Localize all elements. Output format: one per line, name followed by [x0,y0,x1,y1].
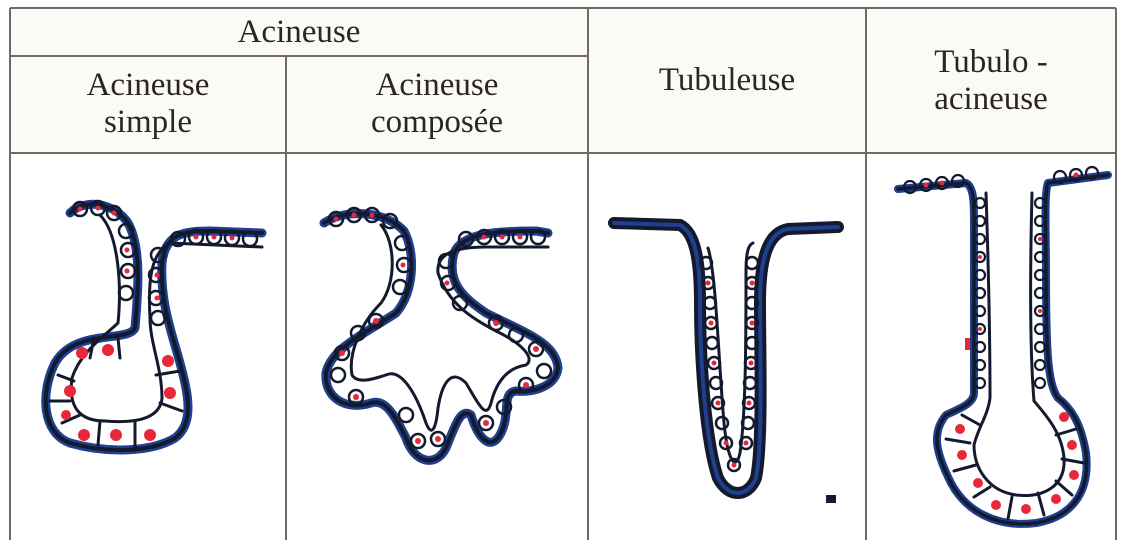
diagram-tubuleuse [588,153,866,542]
outer-epithelium-contour [614,223,838,493]
diagram-acineuse-composee [286,153,588,542]
duct-cells [904,167,1098,388]
outer-contour-line [614,223,838,493]
diagram-tubulo-acineuse [866,153,1116,542]
duct-cells [329,208,551,448]
ink-speck [826,495,836,503]
diagram-acineuse-simple [10,153,286,542]
nuclei [924,173,1080,515]
